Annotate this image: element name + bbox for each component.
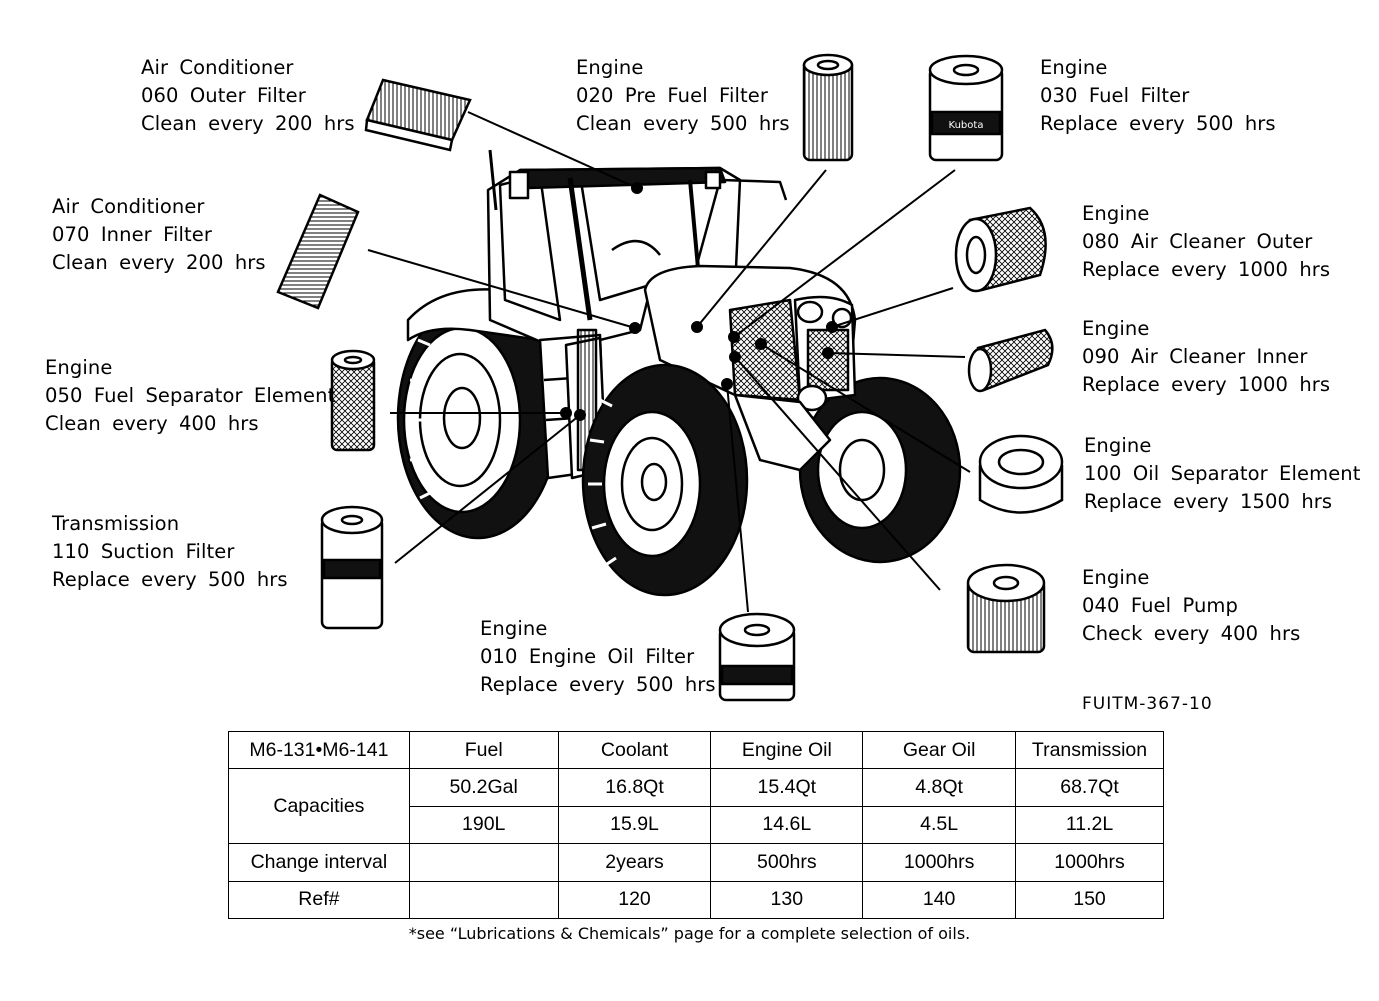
rear-right-wheel	[798, 376, 962, 564]
table-row: Change interval 2years 500hrs 1000hrs 10…	[228, 843, 1164, 882]
table-cell: 2years	[557, 843, 712, 882]
footnote: *see “Lubrications & Chemicals” page for…	[408, 924, 971, 943]
fuel-separator-050	[330, 349, 376, 452]
table-cell: 500hrs	[710, 843, 864, 882]
table-cell: 14.6L	[710, 805, 864, 845]
table-cell: 11.2L	[1015, 805, 1164, 845]
table-cell: 15.4Qt	[710, 768, 864, 807]
engine-oil-filter-010	[718, 612, 796, 702]
model-cell: M6-131•M6-141	[228, 730, 410, 770]
tractor-illustration	[396, 149, 962, 597]
oil-separator-100	[978, 434, 1064, 514]
table-cell: 1000hrs	[862, 843, 1017, 882]
table-cell: 1000hrs	[1015, 843, 1164, 882]
table-cell: 16.8Qt	[557, 768, 712, 807]
outer-filter-060	[364, 78, 472, 152]
table-cell: 4.8Qt	[862, 768, 1017, 807]
table-row: Ref# 120 130 140 150	[228, 880, 1164, 920]
table-cell: 4.5L	[862, 805, 1017, 845]
table-cell: 68.7Qt	[1015, 768, 1164, 807]
front-left-wheel	[581, 363, 749, 597]
table-row: 190L 15.9L 14.6L 4.5L 11.2L	[229, 805, 1164, 845]
column-header: Coolant	[557, 730, 712, 770]
column-header: Fuel	[408, 730, 559, 770]
fuel-filter-030: Kubota	[928, 54, 1004, 162]
table-cell: 50.2Gal	[408, 768, 559, 807]
suction-filter-110	[320, 505, 384, 630]
rear-left-wheel	[396, 296, 560, 540]
air-cleaner-inner-090	[967, 328, 1054, 393]
table-cell: 15.9L	[557, 805, 712, 845]
filter-brand-030: Kubota	[949, 120, 984, 131]
table-header-row: M6-131•M6-141 Fuel Coolant Engine Oil Ge…	[228, 730, 1164, 770]
capacity-table: M6-131•M6-141 Fuel Coolant Engine Oil Ge…	[228, 730, 1164, 920]
table-cell: 120	[557, 880, 712, 920]
table-cell: 150	[1015, 880, 1164, 920]
table-row: Capacities 50.2Gal 16.8Qt 15.4Qt 4.8Qt 6…	[228, 768, 1164, 845]
table-cell	[408, 843, 559, 882]
pre-fuel-filter-020	[802, 53, 854, 162]
column-header: Gear Oil	[862, 730, 1017, 770]
inner-filter-070	[276, 193, 360, 310]
row-label: Change interval	[228, 843, 410, 882]
row-label: Capacities	[228, 768, 410, 845]
row-label: Ref#	[228, 880, 410, 920]
air-cleaner-outer-080	[954, 206, 1047, 293]
table-cell: 190L	[408, 805, 559, 845]
leader-lines	[367, 111, 971, 613]
hood	[643, 264, 857, 472]
column-header: Transmission	[1015, 730, 1164, 770]
document-code: FUITM-367-10	[1082, 694, 1213, 714]
column-header: Engine Oil	[710, 730, 864, 770]
fuel-pump-040	[966, 563, 1046, 654]
table-cell	[408, 880, 559, 920]
table-cell: 130	[710, 880, 864, 920]
table-cell: 140	[862, 880, 1017, 920]
